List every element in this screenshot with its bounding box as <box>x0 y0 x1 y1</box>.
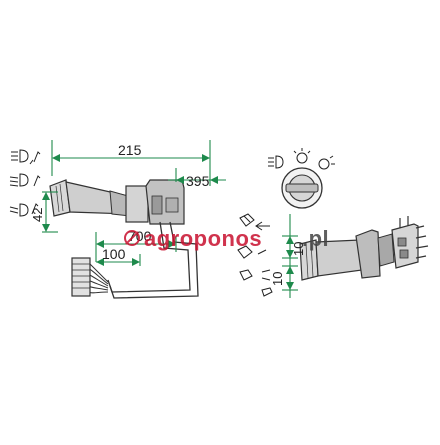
parking-light-icon <box>318 155 335 170</box>
round-dial-assembly <box>268 148 335 209</box>
wiper-icon <box>239 213 255 227</box>
left-function-icons <box>9 149 41 217</box>
dim-215-label: 215 <box>118 142 142 158</box>
watermark-brand: agroponos <box>144 226 262 251</box>
left-dimensions <box>42 140 226 266</box>
dim-100-label: 100 <box>102 246 126 262</box>
wires <box>87 261 109 294</box>
watermark-tld: .pl <box>302 226 329 251</box>
left-switch-assembly <box>49 179 199 299</box>
headlight-low-beam-icon <box>9 173 41 187</box>
washer-icon <box>237 245 267 259</box>
switch-body <box>125 185 149 223</box>
horn-icon-small <box>261 287 273 297</box>
watermark-logo <box>124 230 140 246</box>
light-bulb-icon <box>293 148 311 164</box>
headlight-high-beam-icon <box>11 149 41 165</box>
dim-10b-label: 10 <box>270 272 285 286</box>
right-function-icons <box>237 213 273 297</box>
headlight-icon <box>268 155 284 169</box>
watermark: agroponos .pl <box>124 226 329 251</box>
dim-10a-label: 10 <box>291 242 306 256</box>
turn-signal-arrow-icon <box>255 221 270 231</box>
dim-42-label: 42 <box>30 208 45 222</box>
horn-icon <box>239 269 271 281</box>
right-dimensions <box>282 214 298 298</box>
dial-grip <box>285 183 319 193</box>
dim-395-label: 395 <box>186 173 210 189</box>
connector-pins <box>399 216 429 259</box>
right-switch-assembly <box>299 216 429 281</box>
connector-plug <box>71 257 91 297</box>
headlight-dipped-icon <box>9 203 39 217</box>
